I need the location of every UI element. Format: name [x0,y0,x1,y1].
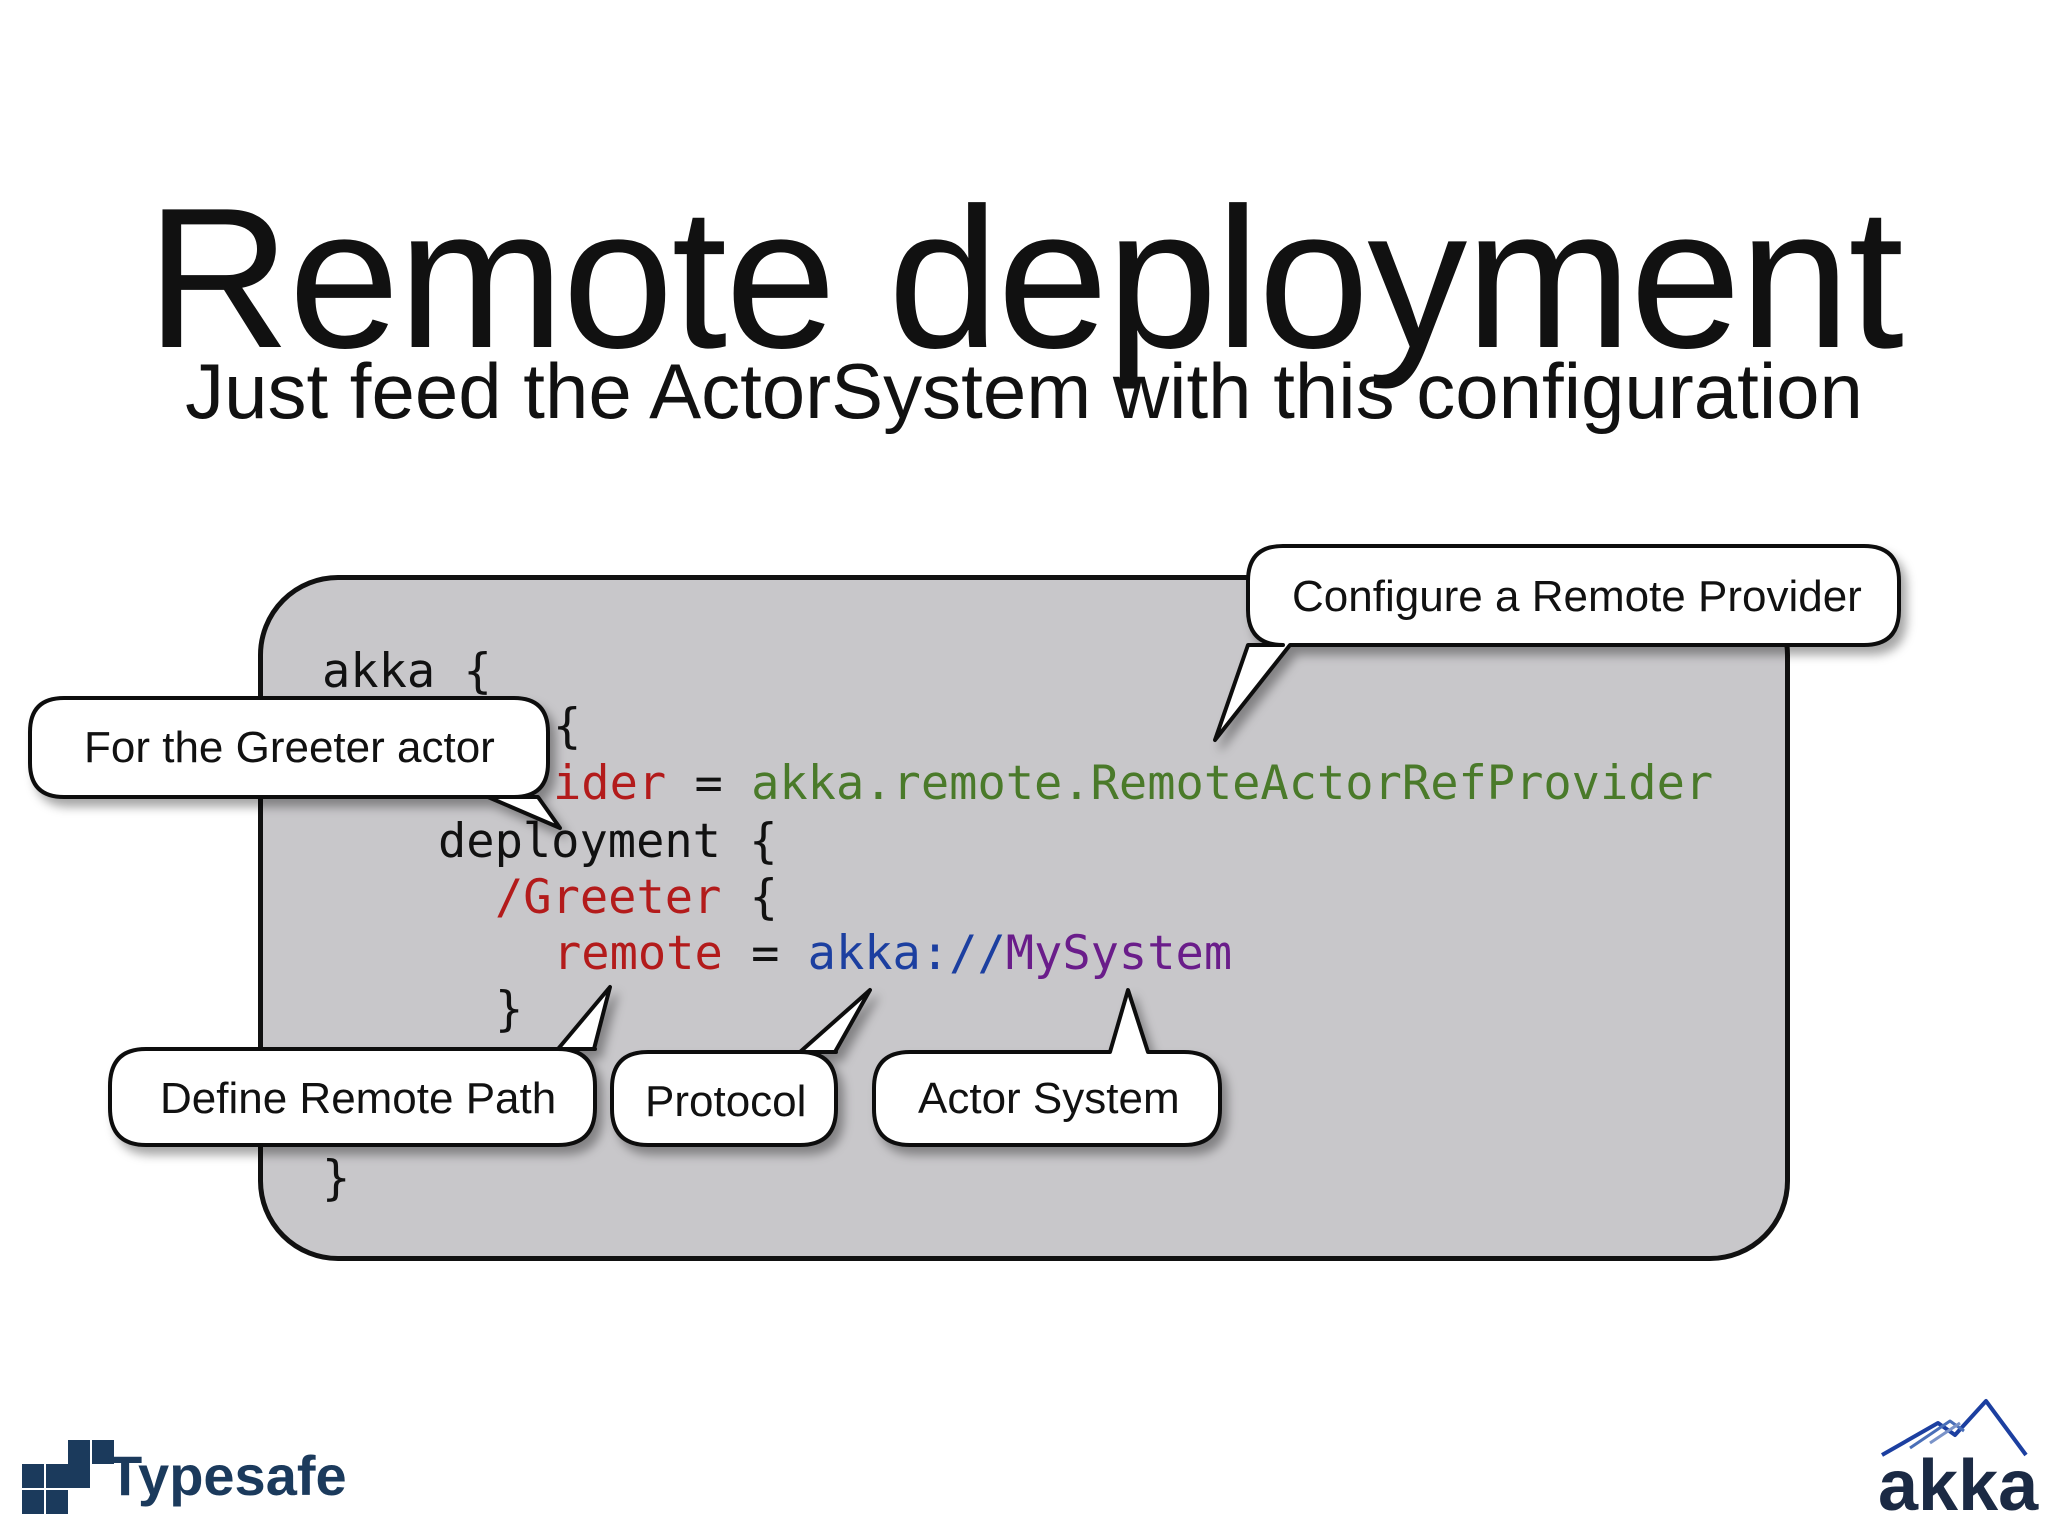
code-line-greeter: /Greeter { [495,874,778,921]
code-remote-system: MySystem [1005,926,1233,981]
code-remote-eq: = [722,926,808,981]
code-line-remote: remote = akka://MySystem [553,930,1232,977]
code-line-close-greeter: } [495,982,524,1037]
callout-actor-system-text: Actor System [918,1074,1180,1123]
code-line-akka: akka { [322,644,492,699]
code-remote-protocol: akka:// [807,926,1006,981]
code-line-deployment: deployment { [438,814,778,869]
code-provider-eq: = [666,756,752,811]
typesafe-mark-icon [22,1440,114,1514]
code-greeter-path: /Greeter [495,870,722,925]
code-greeter-brace: { [721,870,778,925]
code-provider-value: akka.remote.RemoteActorRefProvider [751,756,1714,811]
code-line-close-akka: } [322,1151,351,1206]
code-provider-key: ider [553,756,667,811]
code-line-provider: ider = akka.remote.RemoteActorRefProvide… [553,760,1713,807]
akka-logo-text: akka [1878,1446,2039,1526]
callout-remote-path-text: Define Remote Path [160,1074,557,1123]
slide-subtitle: Just feed the ActorSystem with this conf… [185,347,1863,435]
callout-provider-text: Configure a Remote Provider [1292,572,1862,621]
callout-protocol-text: Protocol [645,1077,807,1126]
typesafe-logo-text: Typesafe [108,1444,347,1507]
code-line-remote-brace: { [553,699,582,754]
slide-title: Remote deployment [146,167,1904,390]
code-remote-key: remote [553,926,723,981]
mountain-icon [1881,1399,2028,1457]
callout-greeter-text: For the Greeter actor [84,723,495,772]
